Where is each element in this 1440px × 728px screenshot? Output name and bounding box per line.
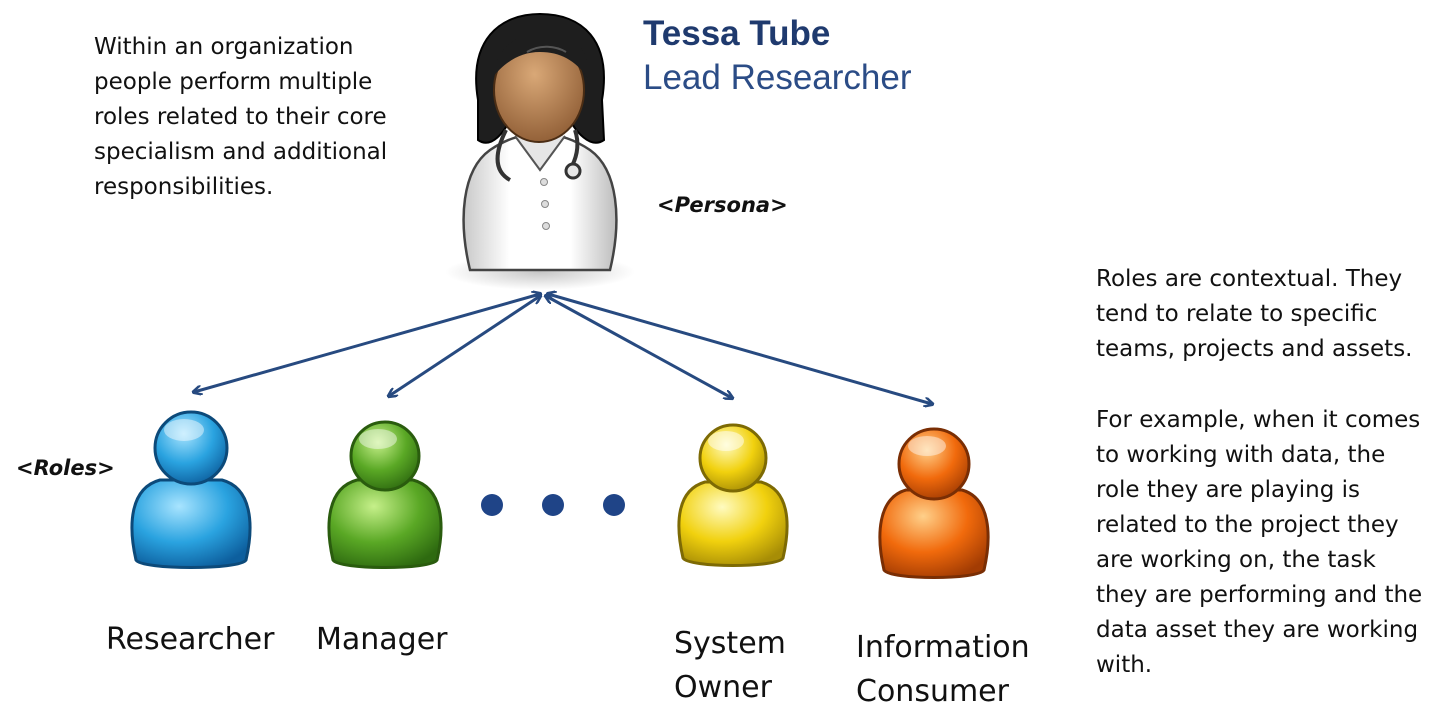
role-icon-information-consumer [878,427,990,579]
persona-avatar [445,12,635,290]
persona-tag: <Persona> [657,193,788,217]
intro-text: Within an organization people perform mu… [94,34,388,200]
role-icon-manager [327,420,443,569]
role-label-manager: Manager [316,622,448,657]
arrow-system-owner [546,296,732,398]
persona-role-arrows [194,294,932,404]
role-icon-system-owner [677,423,789,567]
arrow-manager [389,296,540,396]
arrow-information-consumer [548,294,932,404]
ellipsis-dots [481,494,625,516]
persona-title: Lead Researcher [643,58,912,97]
role-label-researcher: Researcher [106,622,275,657]
role-icon-researcher [130,410,252,569]
side-text-contextual: Roles are contextual. They tend to relat… [1096,266,1413,362]
arrow-researcher [194,294,540,392]
role-label-information-consumer: Information Consumer [856,630,1030,709]
role-label-system-owner: System Owner [674,626,786,705]
persona-name: Tessa Tube [643,14,831,53]
roles-tag: <Roles> [16,456,115,480]
side-text-example: For example, when it comes to working wi… [1096,407,1423,678]
